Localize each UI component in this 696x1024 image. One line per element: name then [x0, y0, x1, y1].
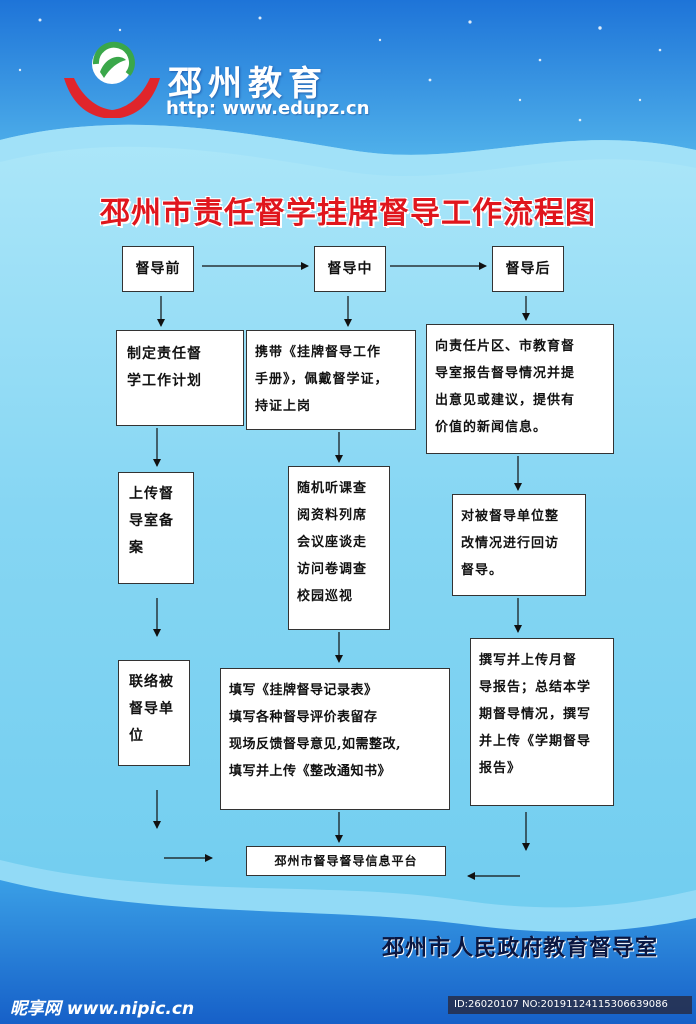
after-step-1: 向责任片区、市教育督 导室报告督导情况并提 出意见或建议，提供有 价值的新闻信息… [426, 324, 614, 454]
during-step-3: 填写《挂牌督导记录表》 填写各种督导评价表留存 现场反馈督导意见,如需整改, 填… [220, 668, 450, 810]
before-step-2-line: 导室备 [129, 513, 174, 529]
before-step-3-line: 位 [129, 728, 144, 744]
after-step-2-line: 改情况进行回访 [461, 536, 560, 551]
after-step-3: 撰写并上传月督 导报告；总结本学 期督导情况，撰写 并上传《学期督导 报告》 [470, 638, 614, 806]
during-step-1-line: 手册》，佩戴督学证， [255, 372, 389, 387]
after-step-2-line: 对被督导单位整 [461, 509, 560, 524]
page-title: 邳州市责任督学挂牌督导工作流程图 [100, 196, 596, 231]
info-platform-box: 邳州市督导督导信息平台 [246, 846, 446, 876]
brand-name: 邳州教育 [168, 64, 328, 104]
before-step-2-line: 上传督 [129, 486, 174, 502]
after-step-2: 对被督导单位整 改情况进行回访 督导。 [452, 494, 586, 596]
during-step-3-line: 现场反馈督导意见,如需整改, [229, 737, 402, 752]
during-step-3-line: 填写各种督导评价表留存 [229, 710, 378, 725]
header-after: 督导后 [492, 246, 564, 292]
before-step-1: 制定责任督 学工作计划 [116, 330, 244, 426]
during-step-1-line: 持证上岗 [255, 399, 312, 414]
during-step-2-line: 阅资料列席 [297, 508, 368, 523]
during-step-3-line: 填写《挂牌督导记录表》 [229, 683, 378, 698]
during-step-2-line: 访问卷调查 [297, 562, 368, 577]
before-step-1-line: 学工作计划 [127, 373, 202, 389]
footer-organization: 邳州市人民政府教育督导室 [381, 935, 658, 961]
after-step-1-line: 出意见或建议，提供有 [435, 393, 576, 408]
after-step-1-line: 导室报告督导情况并提 [435, 366, 576, 381]
watermark-id: ID:26020107 NO:20191124115306639086 [448, 996, 692, 1014]
watermark-site: 昵享网 www.nipic.cn [10, 999, 195, 1019]
before-step-3: 联络被 督导单 位 [118, 660, 190, 766]
logo-hands-leaf-icon [64, 41, 160, 118]
after-step-3-line: 撰写并上传月督 [479, 653, 578, 668]
before-step-2-line: 案 [129, 540, 144, 556]
during-step-1: 携带《挂牌督导工作 手册》，佩戴督学证， 持证上岗 [246, 330, 416, 430]
after-step-3-line: 期督导情况，撰写 [479, 707, 592, 722]
during-step-1-line: 携带《挂牌督导工作 [255, 345, 382, 360]
during-step-2-line: 随机听课查 [297, 481, 368, 496]
during-step-3-line: 填写并上传《整改通知书》 [229, 764, 392, 779]
logo [60, 38, 420, 130]
after-step-3-line: 并上传《学期督导 [479, 734, 592, 749]
after-step-3-line: 报告》 [479, 761, 522, 776]
brand-url: http: www.edupz.cn [166, 98, 370, 119]
header-before: 督导前 [122, 246, 194, 292]
after-step-2-line: 督导。 [461, 563, 504, 578]
header-during: 督导中 [314, 246, 386, 292]
before-step-2: 上传督 导室备 案 [118, 472, 194, 584]
during-step-2-line: 校园巡视 [297, 589, 354, 604]
before-step-3-line: 联络被 [129, 674, 174, 690]
during-step-2-line: 会议座谈走 [297, 535, 368, 550]
after-step-1-line: 价值的新闻信息。 [435, 420, 548, 435]
after-step-3-line: 导报告；总结本学 [479, 680, 592, 695]
during-step-2: 随机听课查 阅资料列席 会议座谈走 访问卷调查 校园巡视 [288, 466, 390, 630]
after-step-1-line: 向责任片区、市教育督 [435, 339, 576, 354]
before-step-3-line: 督导单 [129, 701, 174, 717]
before-step-1-line: 制定责任督 [127, 346, 202, 362]
